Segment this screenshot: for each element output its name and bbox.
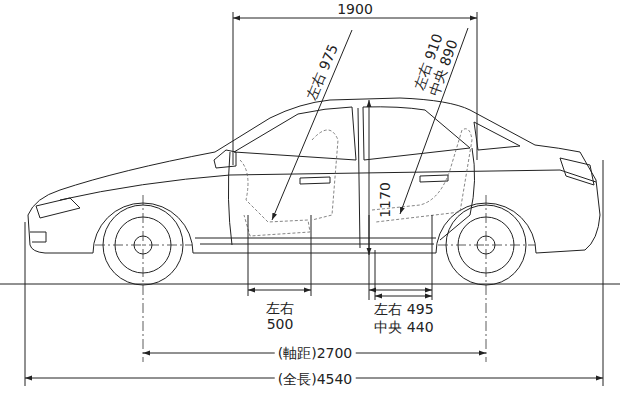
dimension-label: 左右 495 (374, 301, 433, 317)
dimension-label: 1170 (377, 182, 393, 218)
dimension-label: 1900 (334, 1, 376, 17)
dimension-label: (全長)4540 (275, 371, 356, 387)
dimension-label: (軸距)2700 (275, 345, 356, 361)
dimension-label: 左右 975 (303, 42, 341, 103)
dimension-label: 左右 500 (263, 300, 297, 332)
dimension-label: 中央 440 (374, 319, 433, 335)
